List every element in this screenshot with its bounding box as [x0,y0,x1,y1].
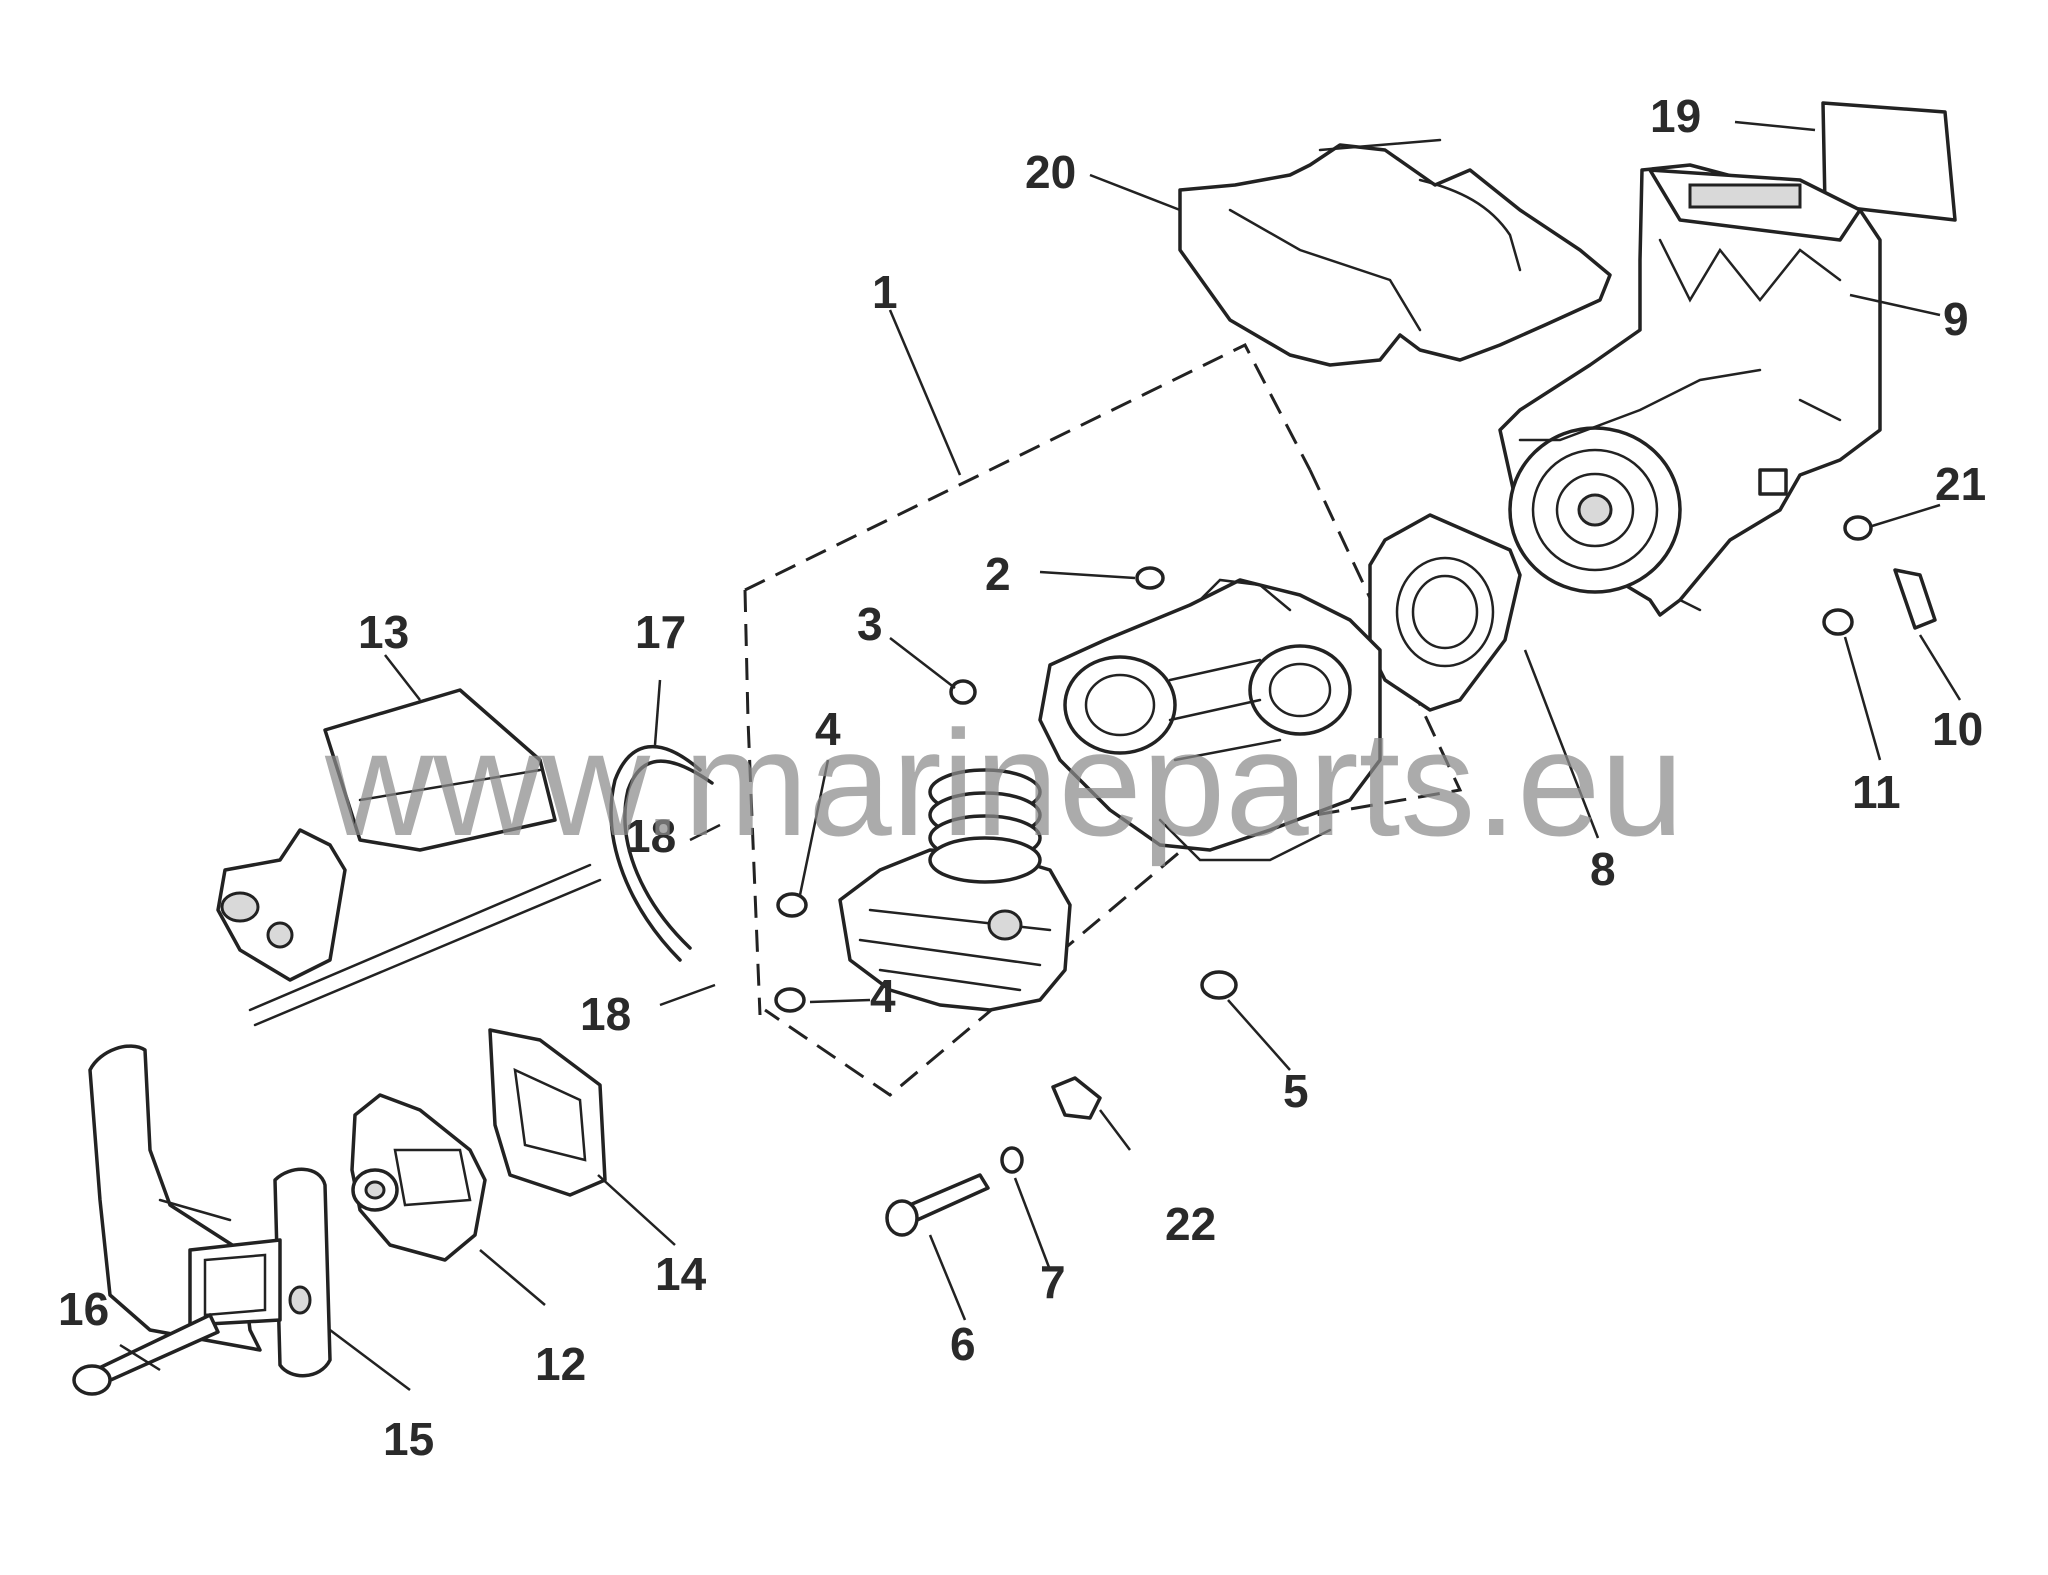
callout-11: 11 [1852,766,1901,818]
callout-13: 13 [358,606,409,658]
small-parts [72,515,1937,1396]
gasket-part-20 [1178,138,1612,367]
callout-6: 6 [950,1318,976,1370]
callout-15: 15 [383,1413,434,1465]
callout-14: 14 [655,1248,707,1300]
plate-part-19 [1821,101,1957,222]
callout-labels: 1 2 3 4 4 5 6 7 8 9 10 11 12 13 14 15 16… [58,90,1986,1465]
callout-2: 2 [985,548,1011,600]
callout-4a: 4 [815,703,841,755]
callout-8: 8 [1590,843,1616,895]
callout-5: 5 [1283,1065,1309,1117]
hose-part-17 [609,744,714,962]
callout-22: 22 [1165,1198,1216,1250]
callout-3: 3 [857,598,883,650]
callout-20: 20 [1025,146,1076,198]
callout-7: 7 [1040,1256,1066,1308]
reed-block-part-12 [350,1093,487,1262]
callout-1: 1 [872,266,898,318]
gasket-part-14 [488,1028,607,1197]
exhaust-elbow-part-15 [88,1044,332,1378]
gasket-part-8 [1368,513,1522,712]
cylinder-head [838,768,1072,1012]
engine-block [1038,578,1382,862]
callout-9: 9 [1943,293,1969,345]
leader-lines [119,120,1962,1391]
part-13-assembly [216,688,602,1027]
callout-19: 19 [1650,90,1701,142]
callout-4b: 4 [870,970,896,1022]
callout-21: 21 [1935,458,1986,510]
housing-part-9 [1498,163,1882,617]
callout-17: 17 [635,606,686,658]
callout-16: 16 [58,1283,109,1335]
watermark-text: www.marineparts.eu [324,699,1684,867]
callout-18b: 18 [580,988,631,1040]
callout-18a: 18 [625,810,676,862]
callout-10: 10 [1932,703,1983,755]
callout-12: 12 [535,1338,586,1390]
